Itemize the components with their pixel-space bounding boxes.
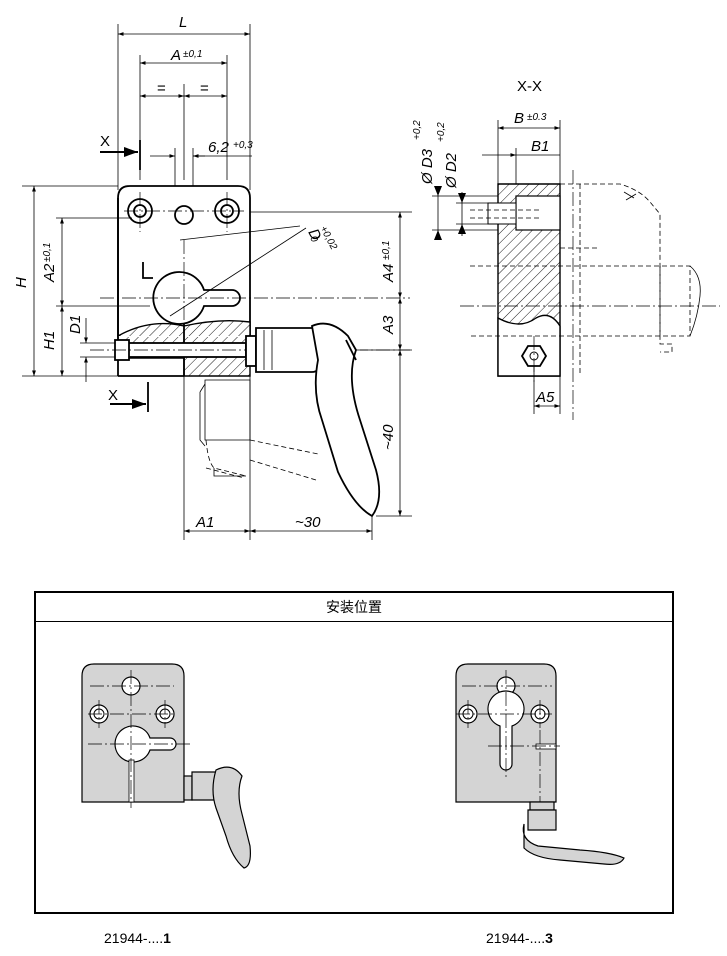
install-position-panel: 安装位置 [34, 591, 674, 914]
install-position-1-caption: 21944-....1 [104, 930, 171, 946]
install-position-3-caption: 21944-....3 [486, 930, 553, 946]
caption-1-prefix: 21944-.... [104, 930, 164, 946]
dim-30-label: ~30 [295, 514, 321, 531]
section-marker-top: X [100, 133, 110, 150]
caption-3-suffix: 3 [545, 930, 553, 946]
dim-H-label: H [13, 277, 30, 288]
lever-arm [310, 322, 381, 518]
caption-1-suffix: 1 [163, 930, 171, 946]
section-title: X-X [517, 78, 542, 95]
dim-D1-label: D1 [67, 315, 84, 334]
dim-A2-label: A2 [41, 263, 58, 283]
dim-equal-left: = [157, 80, 166, 97]
dim-D-tolerance-upper: +0,02 [317, 224, 339, 252]
section-view: X-X B ±0.3 B1 Ø D3 +0,2 Ø D2 +0,2 [412, 78, 720, 420]
dim-D3-label: Ø D3 [419, 148, 436, 185]
dim-6-2-tolerance: +0,3 [233, 140, 253, 151]
dim-D2-label: Ø D2 [443, 152, 460, 189]
dim-A-label: A [170, 47, 181, 64]
dim-A-tolerance: ±0,1 [183, 49, 202, 60]
dim-equal-right: = [200, 80, 209, 97]
dim-A4-tolerance: ±0,1 [381, 241, 392, 260]
section-marker-bottom: X [108, 387, 118, 404]
dim-D-tolerance-lower: 0 [307, 234, 320, 244]
dim-40-label: ~40 [380, 424, 397, 450]
caption-3-prefix: 21944-.... [486, 930, 546, 946]
dim-A4-label: A4 [380, 264, 397, 283]
dim-D3-tolerance: +0,2 [412, 120, 423, 140]
install-position-1-figure [81, 663, 251, 869]
front-view: L A ±0,1 = = 6,2 +0,3 X X [13, 14, 412, 540]
lever-hub [255, 327, 321, 373]
dim-A1-label: A1 [195, 514, 214, 531]
dim-B1-label: B1 [531, 138, 549, 155]
install-position-3-figure [455, 663, 625, 865]
install-position-title: 安装位置 [36, 593, 672, 622]
dim-D2-tolerance: +0,2 [436, 122, 447, 142]
dim-6-2-label: 6,2 [208, 139, 230, 156]
dim-A5-label: A5 [535, 389, 555, 406]
dim-A2-tolerance: ±0,1 [42, 243, 53, 262]
dim-H1-label: H1 [41, 331, 58, 350]
dim-B-label: B [514, 110, 524, 127]
dim-A3-label: A3 [380, 315, 397, 335]
dim-L-label: L [179, 14, 187, 31]
dim-B-tolerance: ±0.3 [527, 112, 547, 123]
